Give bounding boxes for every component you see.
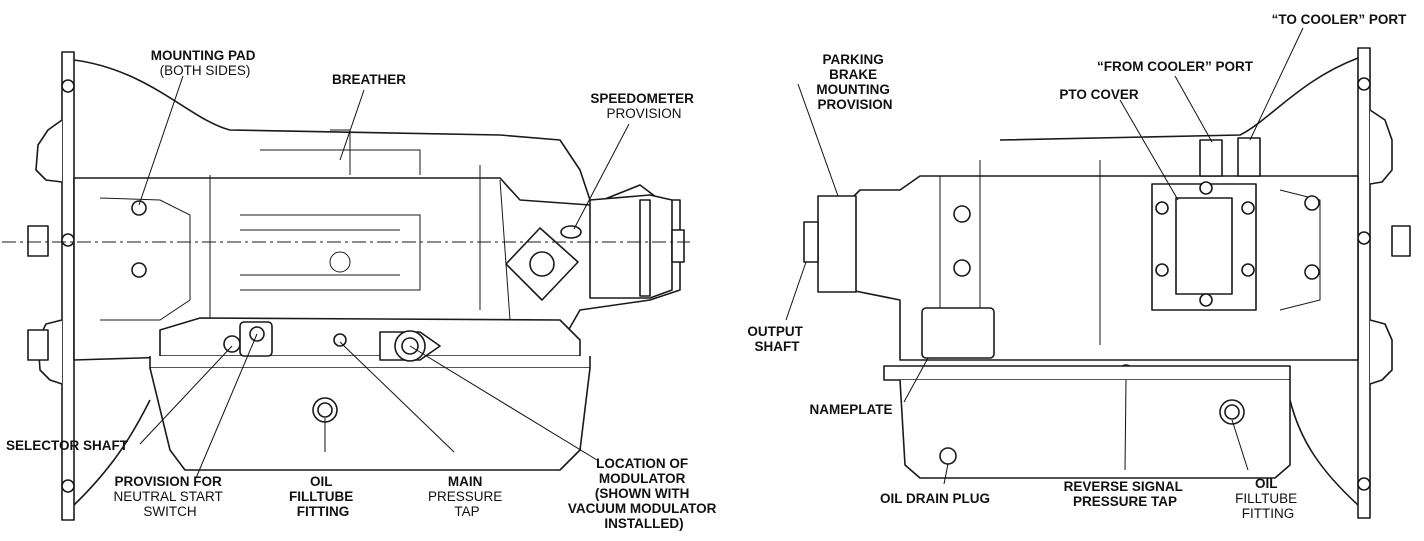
labels: MOUNTING PAD (BOTH SIDES) BREATHER SPEED… bbox=[6, 12, 1407, 531]
label-mounting-pad: MOUNTING PAD (BOTH SIDES) bbox=[151, 48, 260, 78]
label-parking-brake: PARKING BRAKE MOUNTING PROVISION bbox=[816, 52, 893, 112]
label-from-cooler: “FROM COOLER” PORT bbox=[1097, 59, 1254, 74]
label-pto-cover: PTO COVER bbox=[1059, 87, 1139, 102]
label-output-shaft: OUTPUT SHAFT bbox=[747, 324, 806, 354]
label-speedometer: SPEEDOMETER PROVISION bbox=[590, 91, 697, 121]
label-oil-drain-plug: OIL DRAIN PLUG bbox=[880, 491, 990, 506]
label-oil-filltube-right: OIL FILLTUBE FITTING bbox=[1235, 476, 1301, 521]
label-selector-shaft: SELECTOR SHAFT bbox=[6, 438, 129, 453]
right-transmission-drawing bbox=[803, 47, 1411, 519]
label-reverse-signal: REVERSE SIGNAL PRESSURE TAP bbox=[1064, 479, 1187, 509]
label-breather: BREATHER bbox=[332, 72, 406, 87]
label-to-cooler: “TO COOLER” PORT bbox=[1272, 12, 1408, 27]
leader-lines bbox=[138, 27, 1304, 485]
label-main-pressure: MAIN PRESSURE TAP bbox=[428, 474, 506, 519]
left-transmission-drawing bbox=[2, 51, 690, 521]
label-oil-filltube-left: OIL FILLTUBE FITTING bbox=[289, 474, 357, 519]
label-modulator: LOCATION OF MODULATOR (SHOWN WITH VACUUM… bbox=[568, 456, 720, 531]
label-nameplate: NAMEPLATE bbox=[810, 402, 893, 417]
label-neutral-start: PROVISION FOR NEUTRAL START SWITCH bbox=[113, 474, 226, 519]
